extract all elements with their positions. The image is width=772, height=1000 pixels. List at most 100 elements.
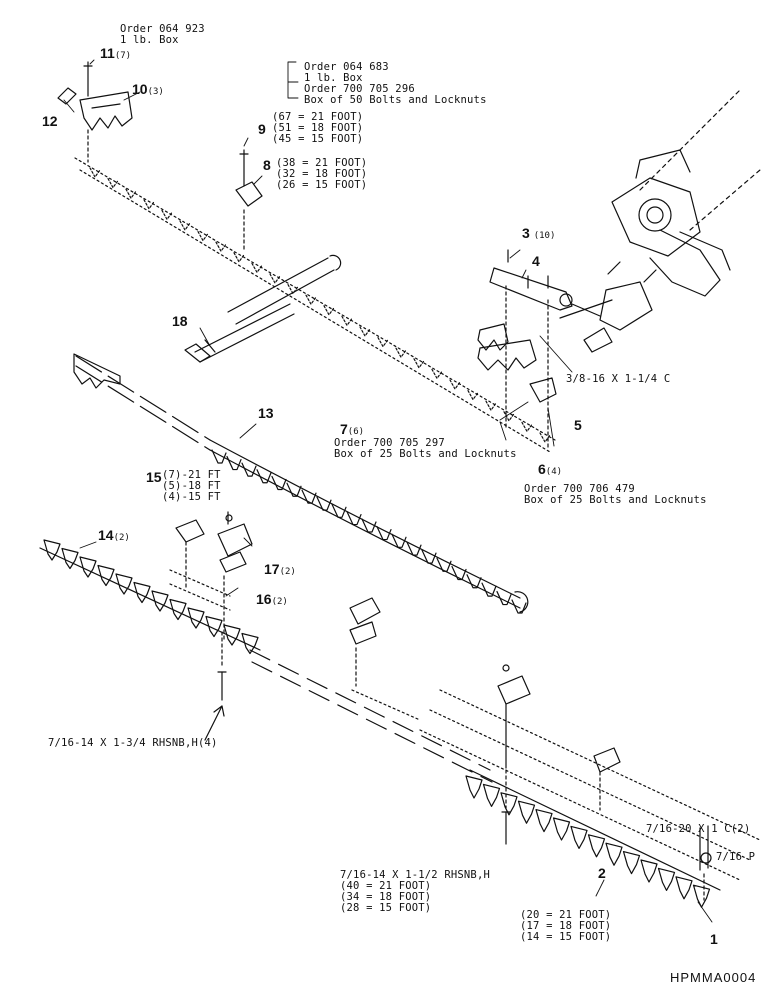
callout-10-qty: (3) (147, 87, 164, 97)
callout-15-number: 15 (146, 469, 162, 485)
figure-id: HPMMA0004 (670, 970, 757, 985)
callout-10: 10(3) (132, 82, 164, 99)
bar-18 (184, 254, 342, 363)
upper-section (341, 315, 353, 326)
knife-section (271, 475, 287, 491)
knife-section-10 (79, 91, 133, 131)
callout-2-number: 2 (598, 865, 606, 881)
lower-bar-left (39, 547, 261, 651)
section-8 (235, 149, 263, 251)
callout-11-qty: (7) (114, 51, 132, 61)
callout-7-number: 7 (340, 421, 348, 437)
callout-6-number: 6 (538, 461, 546, 477)
guard (535, 809, 553, 833)
guards-14 (43, 539, 259, 655)
callout-7: 7(6) (340, 422, 364, 439)
callout-11-number: 11 (100, 45, 115, 61)
guard (169, 598, 187, 621)
guard (622, 851, 641, 875)
callout-18-number: 18 (172, 313, 188, 329)
callout-8-number: 8 (263, 157, 271, 173)
callout-4-number: 4 (532, 253, 540, 269)
guard (115, 573, 133, 595)
callout-9-number: 9 (258, 121, 266, 137)
knife-section (211, 449, 227, 464)
callout-11-note: Order 064 923 1 lb. Box (120, 23, 205, 46)
callout-1-number: 1 (710, 931, 718, 947)
upper-section (413, 358, 425, 369)
note-bolt-38: 3/8-16 X 1-1/4 C (566, 373, 671, 385)
upper-section (395, 347, 407, 358)
holddown-right (419, 664, 761, 881)
bolt-716-112 (501, 769, 511, 845)
callout-4: 4 (532, 254, 540, 268)
knife-section (436, 557, 452, 572)
guard (151, 590, 169, 612)
upper-bar-sections (89, 167, 551, 443)
rivet-11 (83, 61, 93, 163)
guard (587, 834, 606, 858)
guard (657, 867, 676, 891)
upper-section (431, 368, 443, 379)
bolt-71620 (699, 825, 712, 901)
holddown-15 (169, 519, 231, 611)
callout-6-note: Order 700 706 479 Box of 25 Bolts and Lo… (524, 483, 707, 506)
upper-section (215, 241, 227, 252)
callout-17-number: 17 (264, 561, 280, 577)
upper-section (89, 167, 101, 178)
knife-section (301, 489, 317, 504)
guard (61, 547, 79, 570)
upper-section (449, 379, 461, 390)
callout-2: 2 (598, 866, 606, 880)
guard (97, 564, 115, 587)
note-order-064683: Order 064 683 1 lb. Box Order 700 705 29… (304, 61, 487, 106)
upper-section (467, 390, 479, 401)
knife-section (331, 503, 347, 518)
callout-11: 11(7) (100, 46, 131, 63)
upper-section (251, 262, 263, 273)
upper-section (287, 284, 299, 295)
callout-9: 9 (258, 122, 266, 136)
callout-16-number: 16 (256, 591, 272, 607)
note-nut-716: 7/16 P (716, 851, 756, 863)
upper-section (161, 209, 173, 220)
bolt-716-134 (204, 631, 227, 741)
callout-3: 3 (10) (522, 226, 555, 243)
knife-section (511, 599, 527, 614)
guard (465, 775, 483, 799)
upper-section (323, 305, 335, 316)
guard (552, 817, 571, 841)
callout-12-number: 12 (42, 113, 58, 129)
leader-lines (63, 59, 713, 923)
knife-section (286, 482, 302, 497)
knife-section (451, 565, 467, 581)
knife-section (226, 455, 242, 471)
upper-section (179, 220, 191, 231)
callout-17: 17(2) (264, 562, 296, 579)
upper-guard-bar (74, 157, 556, 453)
upper-section (143, 199, 155, 210)
guard (187, 607, 205, 629)
knife-section (391, 533, 407, 548)
callout-13: 13 (258, 406, 274, 420)
callout-8-note: (38 = 21 FOOT) (32 = 18 FOOT) (26 = 15 F… (276, 157, 368, 191)
callout-18: 18 (172, 314, 188, 328)
callout-14: 14(2) (98, 528, 130, 545)
callout-12: 12 (42, 114, 58, 128)
clip-12 (57, 87, 77, 105)
callout-16: 16(2) (256, 592, 288, 609)
upper-section (107, 178, 119, 189)
upper-section (539, 432, 551, 443)
knife-section (361, 518, 377, 533)
upper-section (125, 188, 137, 199)
knife-section (496, 590, 512, 606)
guard (43, 539, 61, 561)
holddown-center (349, 597, 421, 721)
note-bolt-716-134: 7/16-14 X 1-3/4 RHSNB,H(4) (48, 737, 218, 749)
callout-5-number: 5 (574, 417, 582, 433)
holddown-17 (217, 511, 253, 641)
upper-section (377, 337, 389, 348)
guard (640, 859, 658, 883)
callout-9-note: (67 = 21 FOOT) (51 = 18 FOOT) (45 = 15 F… (272, 111, 364, 145)
